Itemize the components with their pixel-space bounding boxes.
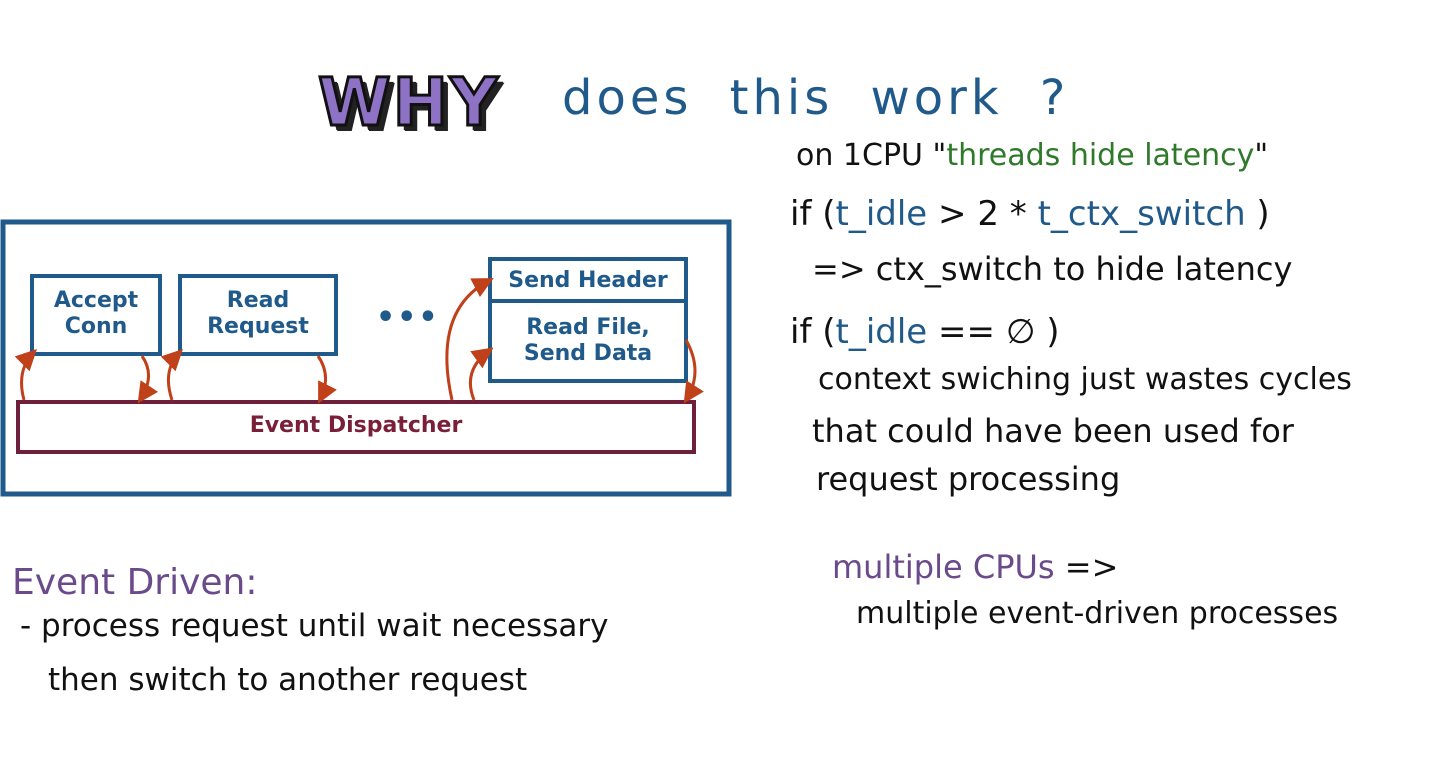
note-one-cpu-prefix: on 1CPU " bbox=[796, 138, 947, 173]
arrow-read-file-to-dispatch bbox=[683, 339, 704, 404]
arrow-dispatch-to-send-header bbox=[445, 278, 494, 401]
send-header-label: Send Header bbox=[508, 268, 668, 293]
explain-line-3: request processing bbox=[816, 460, 1121, 498]
condition-if-2: if (t_idle == ∅ ) bbox=[790, 312, 1060, 352]
note-one-cpu-suffix: " bbox=[1254, 138, 1269, 173]
if1-close: ) bbox=[1245, 194, 1270, 234]
if2-open: if ( bbox=[790, 312, 836, 352]
multiple-cpus-line: multiple CPUs => bbox=[832, 548, 1118, 586]
accept-conn-label: Accept Conn bbox=[53, 288, 139, 339]
if1-op: > 2 * bbox=[927, 194, 1038, 234]
arrow-accept-to-dispatch bbox=[137, 355, 159, 404]
if2-op: == ∅ ) bbox=[927, 312, 1060, 352]
event-driven-bullet-1: - process request until wait necessary bbox=[20, 608, 609, 644]
then-ctx-switch: => ctx_switch to hide latency bbox=[812, 250, 1293, 288]
event-driven-heading: Event Driven: bbox=[12, 562, 258, 603]
arrow-dispatch-to-read bbox=[160, 349, 183, 401]
threads-hide-latency-quote: threads hide latency bbox=[946, 138, 1255, 173]
title-question: does this work ? bbox=[562, 70, 1070, 126]
if1-var: t_idle bbox=[835, 194, 928, 234]
event-dispatcher-label: Event Dispatcher bbox=[249, 413, 463, 438]
read-file-label: Read File, Send Data bbox=[523, 315, 653, 366]
condition-if-1: if (t_idle > 2 * t_ctx_switch ) bbox=[790, 194, 1270, 234]
multiple-cpus-label: multiple CPUs bbox=[832, 548, 1055, 586]
arrow-dispatch-to-accept bbox=[14, 349, 37, 401]
note-one-cpu: on 1CPU "threads hide latency" bbox=[796, 138, 1268, 173]
event-driven-bullet-2: then switch to another request bbox=[48, 662, 528, 698]
multiple-cpus-arrow: => bbox=[1054, 548, 1119, 586]
if2-var: t_idle bbox=[835, 312, 928, 352]
ellipsis: ••• bbox=[376, 300, 440, 335]
explain-line-1: context swiching just wastes cycles bbox=[818, 362, 1352, 397]
arrow-read-to-dispatch bbox=[316, 355, 337, 404]
title-why: WHY bbox=[317, 63, 500, 143]
read-request-label: Read Request bbox=[207, 288, 309, 339]
if1-var2: t_ctx_switch bbox=[1037, 194, 1246, 234]
multiple-processes-text: multiple event-driven processes bbox=[856, 596, 1339, 631]
if1-open: if ( bbox=[790, 194, 836, 234]
arrow-dispatch-to-read-file bbox=[469, 347, 494, 401]
explain-line-2: that could have been used for bbox=[812, 412, 1294, 450]
